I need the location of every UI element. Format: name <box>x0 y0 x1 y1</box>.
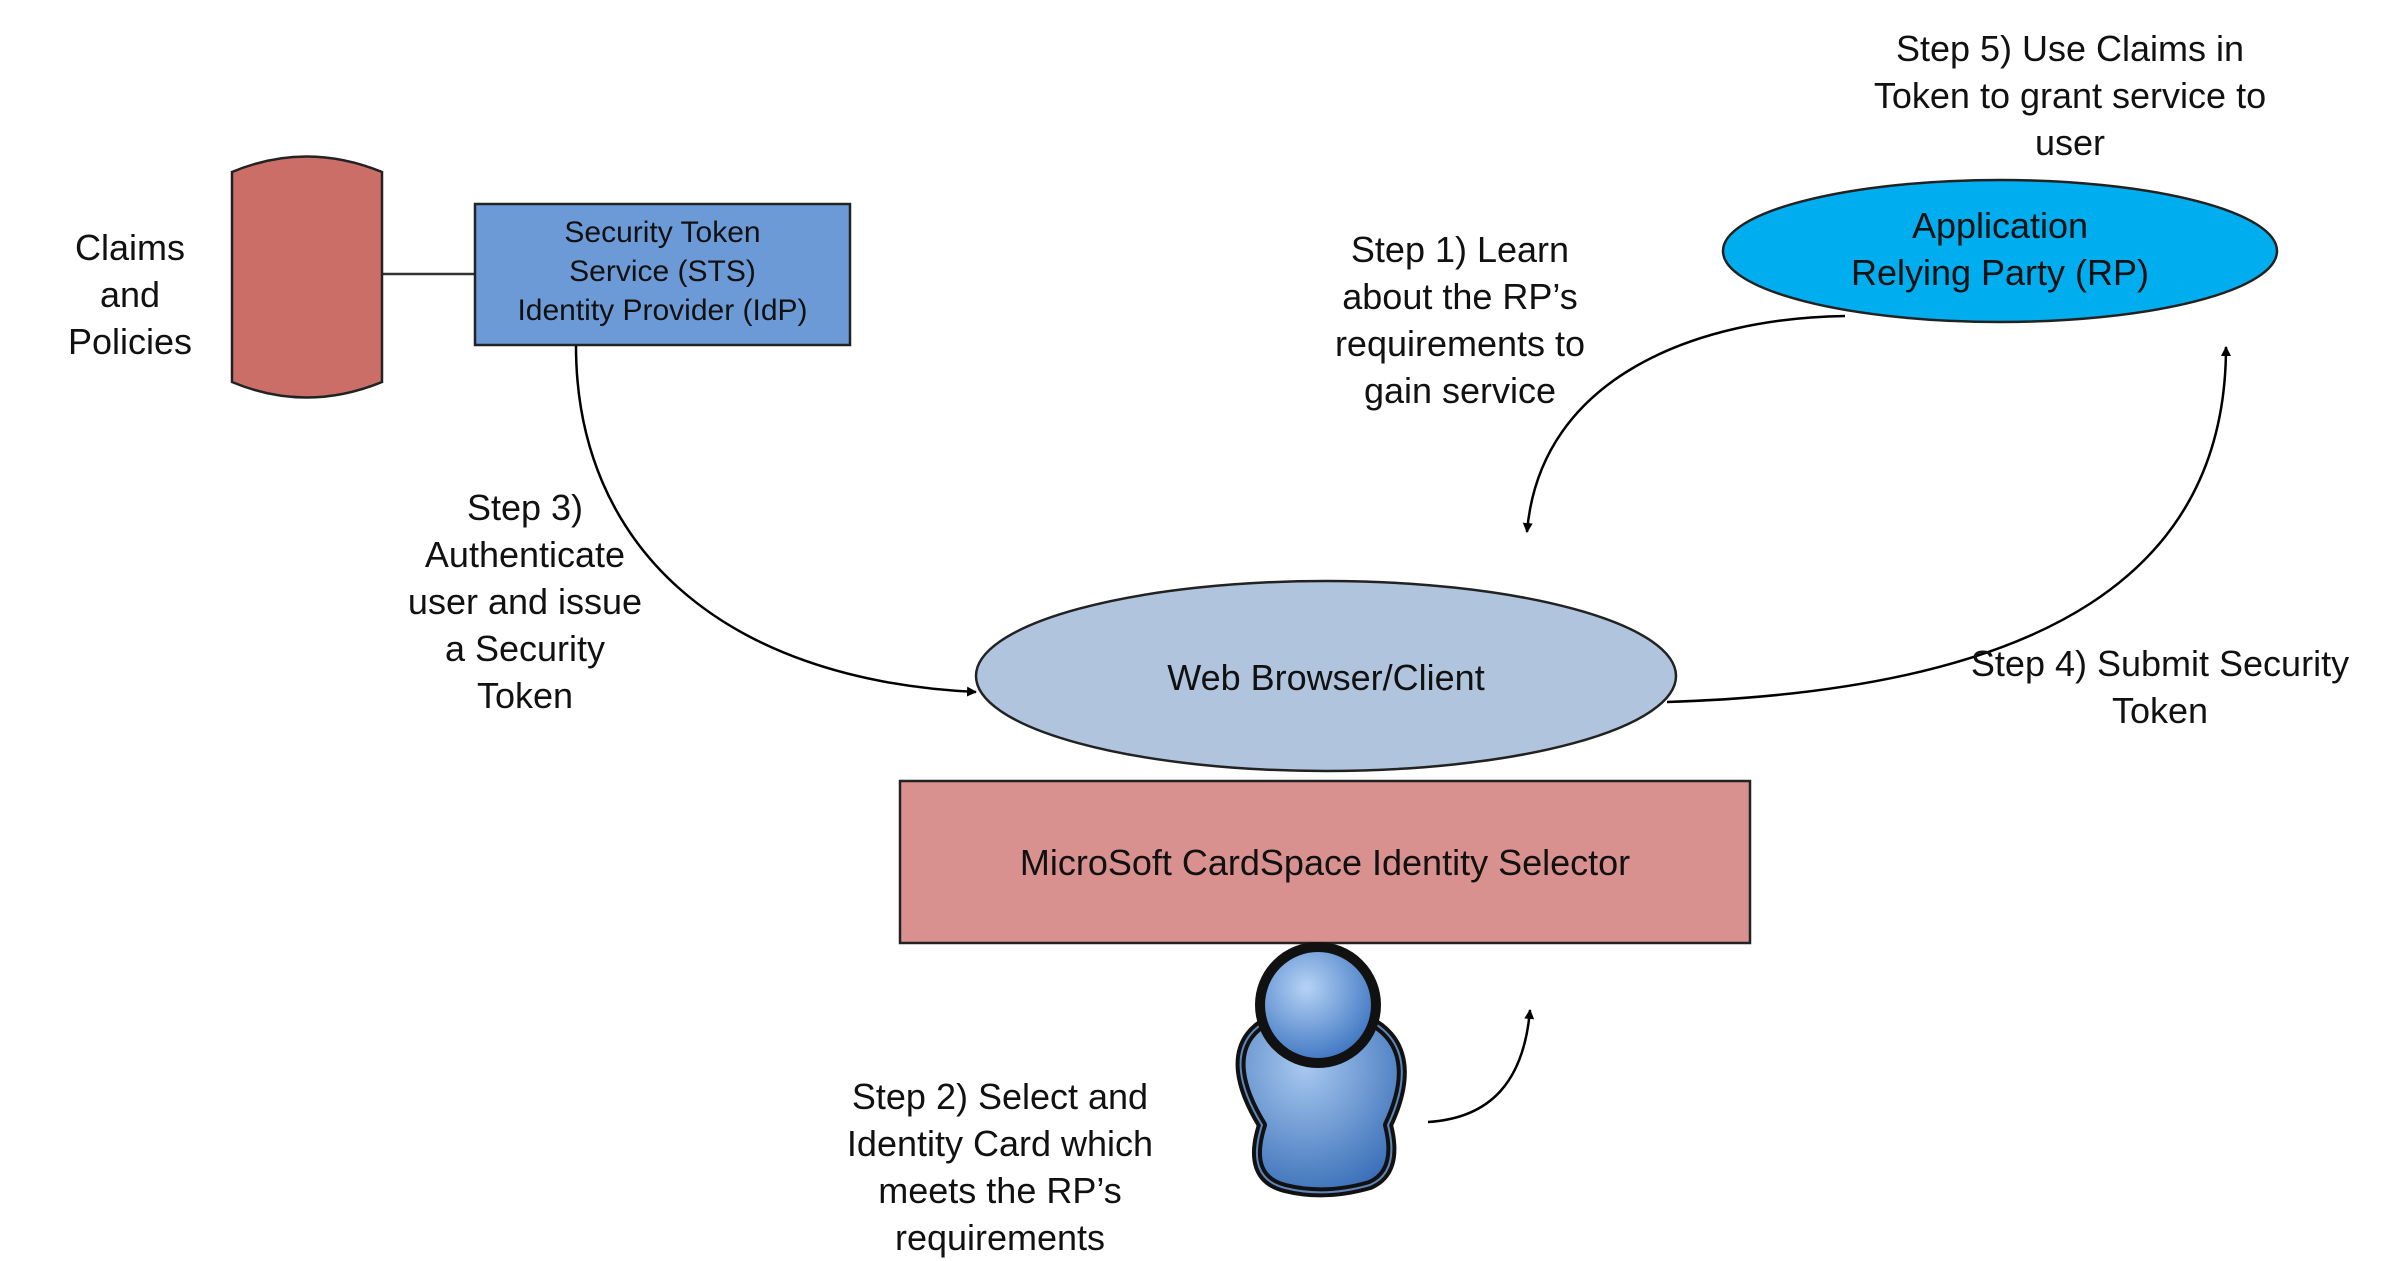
sts-label: Security Token Service (STS) Identity Pr… <box>517 216 808 327</box>
application-rp-ellipse[interactable] <box>1721 178 2279 324</box>
step2-arrow <box>1427 1009 1535 1124</box>
web-browser-ellipse[interactable] <box>974 579 1678 773</box>
claims-database[interactable] <box>230 155 384 399</box>
step5-label: Step 5) Use Claims in Token to grant ser… <box>1873 28 2267 163</box>
web-browser-label: Web Browser/Client <box>1167 657 1485 698</box>
cardspace-selector-label: MicroSoft CardSpace Identity Selector <box>1019 842 1631 883</box>
cardspace-selector-box[interactable] <box>898 779 1752 945</box>
sts-box[interactable] <box>473 202 852 347</box>
claims-policies-label: Claims and Policies <box>67 227 193 362</box>
step1-arrow <box>1522 314 1846 533</box>
application-rp-label: Application Relying Party (RP) <box>1850 205 2150 293</box>
step3-label: Step 3) Authenticate user and issue a Se… <box>407 487 643 716</box>
step4-label: Step 4) Submit Security Token <box>1970 643 2350 731</box>
step3-arrow <box>574 345 977 697</box>
step2-label: Step 2) Select and Identity Card which m… <box>846 1076 1154 1258</box>
user-icon <box>1235 942 1407 1198</box>
database-body <box>230 155 384 399</box>
step1-label: Step 1) Learn about the RP’s requirement… <box>1334 229 1586 411</box>
step4-arrow <box>1666 346 2231 704</box>
